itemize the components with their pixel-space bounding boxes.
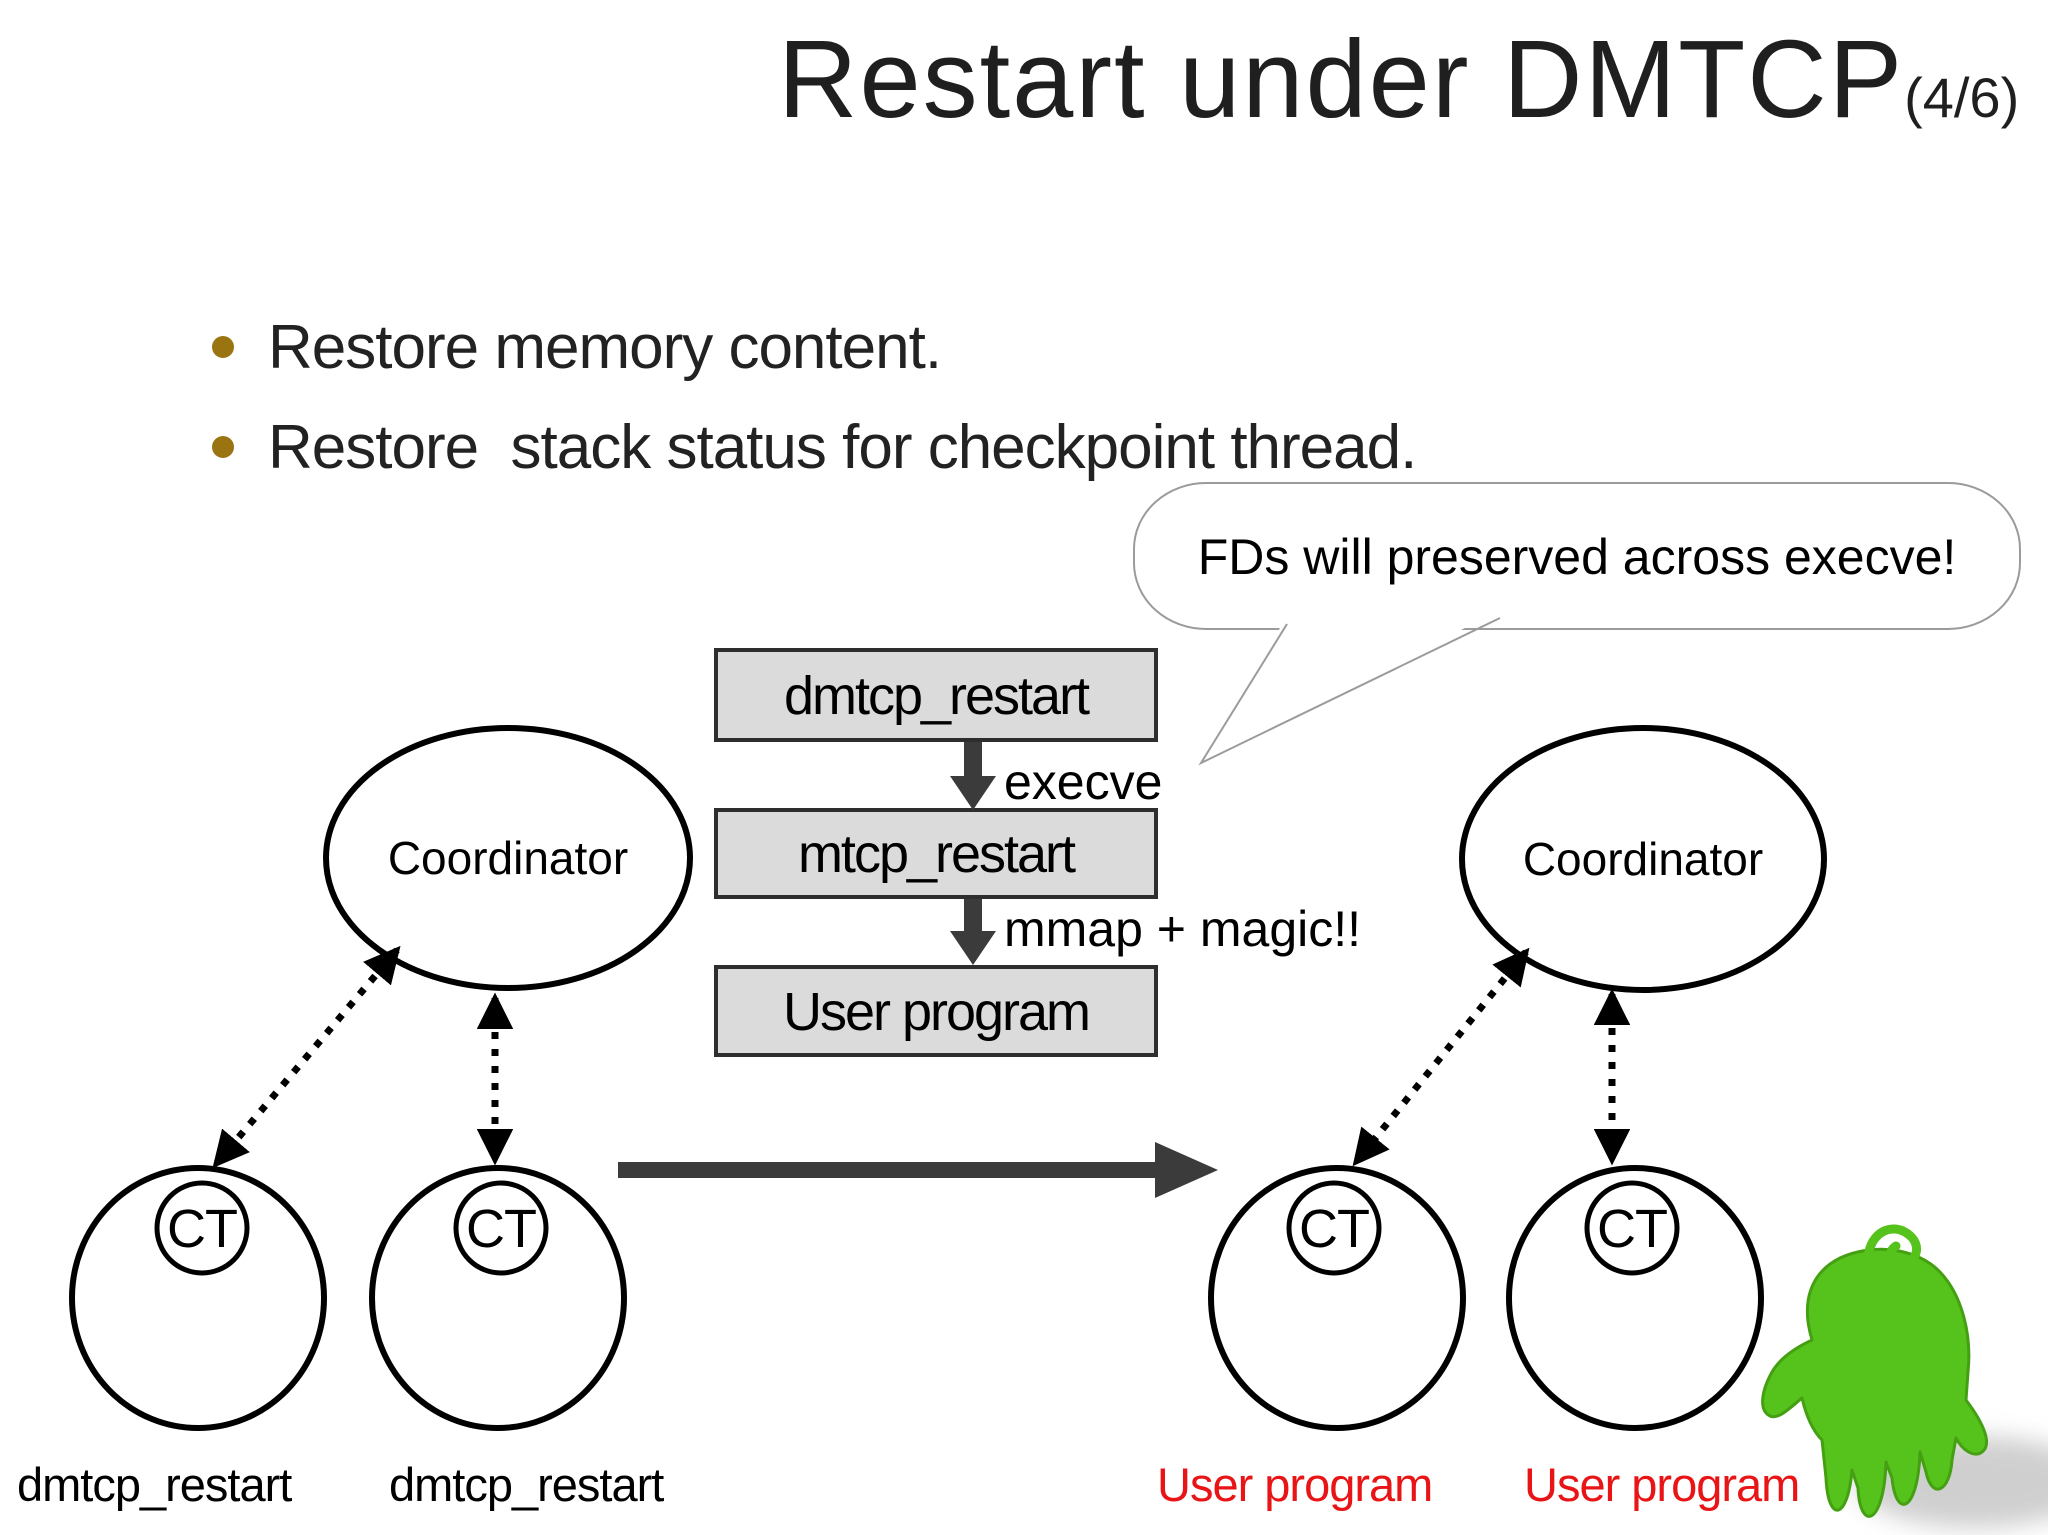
process-circle-3 [1208, 1165, 1466, 1431]
ct-circle-4 [1584, 1180, 1680, 1276]
coordinator-label-right: Coordinator [1522, 833, 1764, 885]
speech-bubble [1133, 482, 2021, 766]
green-hand-icon [1761, 1224, 2048, 1528]
ct-label-4: CT [1597, 1199, 1668, 1259]
ct-circle-2 [453, 1180, 549, 1276]
flow-box-label-dmtcp-restart: dmtcp_restart [783, 666, 1090, 726]
flow-box-label-mtcp-restart: mtcp_restart [797, 824, 1076, 884]
down-arrow-mmap [950, 899, 996, 965]
big-right-arrow [618, 1142, 1218, 1198]
page-title-counter: (4/6) [1904, 66, 2020, 129]
bullet-item-1: Restore memory content. [268, 313, 942, 382]
coordinator-ellipse-right [1459, 725, 1827, 993]
flow-box-mtcp-restart [714, 808, 1158, 899]
process-label-dmtcp-restart-1: dmtcp_restart [17, 1458, 292, 1511]
ct-label-2: CT [466, 1199, 537, 1259]
ct-circle-3 [1286, 1180, 1382, 1276]
flow-box-dmtcp-restart [714, 648, 1158, 742]
page-title: Restart under DMTCP(4/6) [778, 22, 2019, 138]
coordinator-ellipse-left [323, 725, 693, 991]
coordinator-label-left: Coordinator [387, 832, 629, 884]
flow-box-label-user-program: User program [782, 982, 1091, 1042]
flow-arrow-label-mmap-magic: mmap + magic!! [1004, 901, 1362, 957]
process-circle-1 [69, 1165, 327, 1431]
flow-box-user-program [714, 965, 1158, 1057]
process-circle-2 [369, 1165, 627, 1431]
speech-bubble-text: FDs will preserved across execve! [1197, 529, 1957, 585]
down-arrow-execve [950, 742, 996, 810]
process-label-user-program-2: User program [1524, 1458, 1800, 1511]
page-title-main: Restart under DMTCP [778, 18, 1905, 141]
process-circle-4 [1506, 1165, 1764, 1431]
bullet-dot-2 [212, 436, 234, 458]
ct-circle-1 [154, 1180, 250, 1276]
ct-label-1: CT [167, 1199, 238, 1259]
dotted-arrow-right-diagonal [1352, 947, 1530, 1167]
dotted-arrow-left-diagonal [212, 945, 401, 1169]
bullet-item-2: Restore stack status for checkpoint thre… [268, 413, 1417, 482]
flow-arrow-label-execve: execve [1004, 754, 1163, 810]
ct-label-3: CT [1299, 1199, 1370, 1259]
process-label-dmtcp-restart-2: dmtcp_restart [389, 1458, 664, 1511]
process-label-user-program-1: User program [1157, 1458, 1433, 1511]
bullet-dot-1 [212, 336, 234, 358]
